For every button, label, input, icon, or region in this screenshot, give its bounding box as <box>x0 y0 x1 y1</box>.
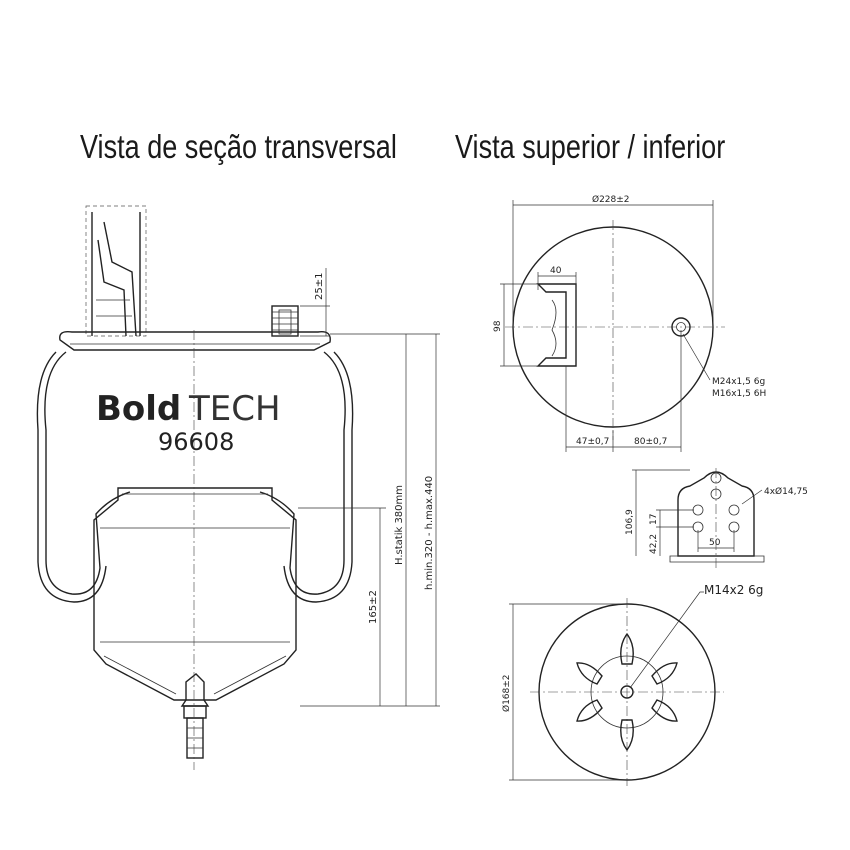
piston <box>93 487 297 701</box>
top-view: Ø228±2 40 98 47±0,7 80±0,7 M24x1,5 6g M1… <box>493 194 766 452</box>
dim-bracket-42: 42,2 <box>649 534 659 554</box>
dim-diameter-top: Ø228±2 <box>592 194 630 205</box>
bottom-view: Ø168±2 M14x2 6g <box>501 583 763 786</box>
dim-offset-80: 80±0,7 <box>634 437 667 447</box>
dim-bracket-50: 50 <box>709 538 721 548</box>
bracket-holes-label: 4xØ14,75 <box>764 486 808 497</box>
dim-stud-25: 25±1 <box>314 273 325 300</box>
dim-offset-47: 47±0,7 <box>576 437 609 447</box>
cross-section-heading: Vista de seção transversal <box>80 128 397 165</box>
top-air-stud <box>271 305 299 337</box>
dim-bracket-106: 106,9 <box>625 509 635 535</box>
dim-height-98: 98 <box>493 320 503 332</box>
thread-m24-label: M24x1,5 6g <box>712 377 765 387</box>
bottom-stud <box>180 673 210 759</box>
thread-m16-label: M16x1,5 6H <box>712 389 766 399</box>
dim-width-40: 40 <box>550 266 562 276</box>
brand-name-bold: Bold <box>96 389 181 429</box>
dim-piston-165: 165±2 <box>368 590 379 624</box>
bracket-view: 4xØ14,75 106,9 17 42,2 50 <box>625 468 808 570</box>
thread-m14-label: M14x2 6g <box>704 583 763 597</box>
top-bottom-view-heading: Vista superior / inferior <box>455 128 726 165</box>
dim-bracket-17: 17 <box>649 514 659 525</box>
cross-section-view: Bold TECH 96608 25±1 165±2 H.statik 380m… <box>36 205 440 770</box>
dim-diameter-bottom: Ø168±2 <box>501 674 512 712</box>
part-number: 96608 <box>158 428 234 456</box>
dim-h-range: h.min.320 - h.max.440 <box>424 476 435 590</box>
top-bracket <box>85 205 147 337</box>
brand-name-light: TECH <box>188 389 281 429</box>
dim-h-static: H.statik 380mm <box>394 485 405 565</box>
